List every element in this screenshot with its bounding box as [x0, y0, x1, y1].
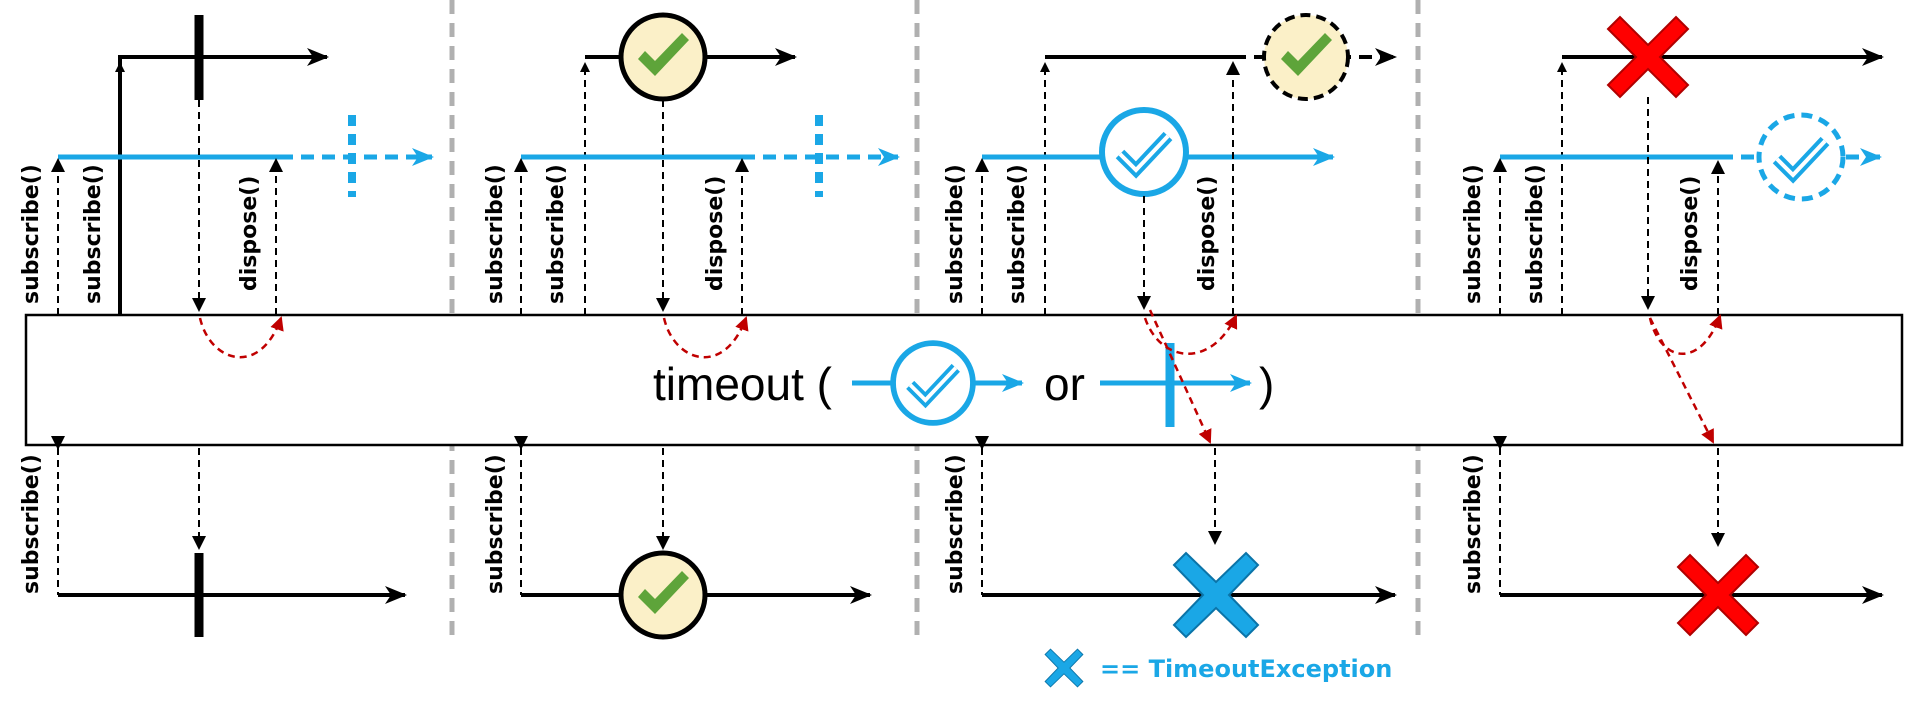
panel-4: subscribe() subscribe() dispose() subscr… [1461, 16, 1884, 636]
panel-3: subscribe() subscribe() dispose() subscr… [943, 13, 1397, 638]
subscribe-label: subscribe() [544, 164, 569, 304]
check-icon [1102, 110, 1186, 194]
operator-close: ) [1259, 358, 1274, 410]
subscribe-label: subscribe() [483, 164, 508, 304]
check-icon [893, 343, 973, 423]
subscribe-label: subscribe() [943, 454, 968, 594]
dispose-label: dispose() [703, 176, 728, 291]
subscribe-label: subscribe() [1461, 454, 1486, 594]
operator-or: or [1044, 358, 1085, 410]
legend: == TimeoutException [1044, 648, 1392, 688]
subscribe-label: subscribe() [1523, 164, 1548, 304]
subscribe-label: subscribe() [19, 454, 44, 594]
panel-2: subscribe() subscribe() dispose() subscr… [483, 15, 900, 637]
subscribe-label: subscribe() [81, 164, 106, 304]
panel-1: subscribe() subscribe() dispose() subscr… [19, 0, 434, 637]
operator-name: timeout ( [653, 358, 833, 410]
subscribe-label: subscribe() [483, 454, 508, 594]
check-icon [621, 553, 705, 637]
panel-dividers [449, 0, 1421, 640]
check-icon [621, 15, 705, 99]
dispose-label: dispose() [237, 176, 262, 291]
dispose-label: dispose() [1195, 176, 1220, 291]
subscribe-label: subscribe() [1005, 164, 1030, 304]
subscribe-label: subscribe() [19, 164, 44, 304]
dispose-label: dispose() [1678, 176, 1703, 291]
timeout-error-icon [1044, 648, 1084, 688]
subscribe-label: subscribe() [1461, 164, 1486, 304]
operator-value-line [852, 343, 1024, 423]
legend-text: == TimeoutException [1100, 655, 1392, 683]
subscribe-label: subscribe() [943, 164, 968, 304]
